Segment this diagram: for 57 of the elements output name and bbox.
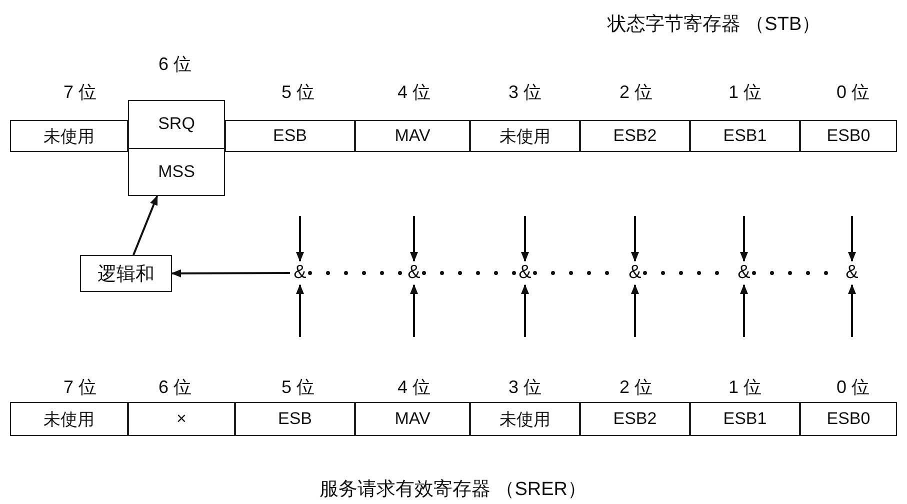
arrow	[410, 216, 418, 262]
title: 状态字节寄存器 （STB）	[607, 13, 821, 37]
bit-label: 5 位	[282, 376, 314, 399]
register-cell: 未使用	[470, 402, 580, 436]
bit-label: 0 位	[836, 81, 870, 104]
and-symbol: &	[515, 261, 535, 285]
bit-label: 3 位	[508, 81, 542, 104]
register-cell: ESB1	[690, 120, 800, 152]
register-cell: ESB	[225, 120, 355, 152]
register-cell: 未使用	[10, 120, 128, 152]
caption: 服务请求有效寄存器 （SRER）	[319, 478, 587, 502]
arrow	[631, 284, 639, 337]
bit-label: 2 位	[620, 81, 652, 104]
bit-label: 4 位	[398, 376, 430, 399]
register-cell: ×	[128, 402, 235, 436]
arrow	[848, 284, 856, 337]
bit-label: 1 位	[728, 81, 762, 104]
and-symbol: &	[290, 261, 310, 285]
bit-label: 4 位	[398, 81, 430, 104]
register-cell: ESB0	[800, 402, 897, 436]
register-cell: 未使用	[10, 402, 128, 436]
bit-name: MSS	[157, 160, 196, 183]
bit-name: SRQ	[129, 101, 224, 148]
arrow	[848, 216, 856, 262]
bit-label: 6 位	[158, 53, 192, 76]
bit-label: 2 位	[620, 376, 652, 399]
register-bit-box	[128, 100, 225, 196]
arrow	[521, 216, 529, 262]
arrow	[296, 216, 304, 262]
register-cell: ESB1	[690, 402, 800, 436]
register-cell: ESB2	[580, 402, 690, 436]
register-cell: MAV	[355, 120, 470, 152]
and-symbol: &	[842, 261, 862, 285]
register-cell: ESB	[235, 402, 355, 436]
bit-label: 3 位	[508, 376, 542, 399]
and-symbol: &	[625, 261, 645, 285]
bit-label: 0 位	[836, 376, 870, 399]
and-symbol: &	[404, 261, 424, 285]
arrow	[740, 284, 748, 337]
arrow	[171, 269, 290, 278]
bit-label: 1 位	[728, 376, 762, 399]
and-symbol: &	[734, 261, 754, 285]
arrow	[410, 284, 418, 337]
register-cell: 未使用	[470, 120, 580, 152]
arrow	[132, 195, 158, 256]
bit-label: 7 位	[64, 81, 96, 104]
register-cell: ESB0	[800, 120, 897, 152]
arrow	[296, 284, 304, 337]
logic-sum-box: 逻辑和	[80, 255, 172, 292]
arrow	[740, 216, 748, 262]
register-cell: MAV	[355, 402, 470, 436]
arrow	[631, 216, 639, 262]
bit-label: 6 位	[158, 376, 192, 399]
register-cell: ESB2	[580, 120, 690, 152]
arrow	[521, 284, 529, 337]
bit-label: 5 位	[282, 81, 314, 104]
bit-label: 7 位	[64, 376, 96, 399]
